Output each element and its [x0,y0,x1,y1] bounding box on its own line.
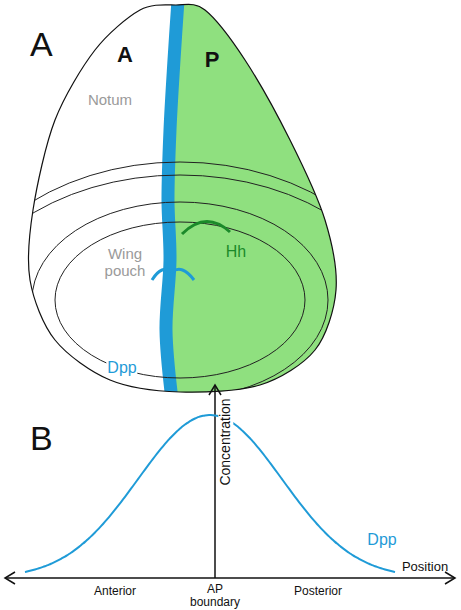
fold-line [0,162,415,518]
fold-line [55,222,305,378]
compartment-label: P [205,48,220,72]
concentration-axis [214,385,216,578]
axis-label: Concentration [218,397,233,486]
position-axis [5,577,455,579]
wing-disc-outline [28,4,336,392]
arrow-head [5,572,15,584]
hh-arc [182,221,230,234]
curve-label: Dpp [367,531,396,549]
axis-label: Position [402,560,448,574]
fold-line [0,175,410,505]
posterior-compartment [168,0,420,400]
wing-disc-fill [0,0,420,518]
gene-label: Hh [226,243,246,261]
dpp-gradient-curve [25,415,395,572]
dpp-stripe [166,0,178,400]
region-label: Notum [88,92,132,109]
axis-tick-label: Posterior [294,585,342,598]
panel-letter: B [30,420,53,457]
axis-tick-label: AP boundary [185,583,245,609]
region-label: Wing pouch [100,246,150,279]
gene-label: Dpp [106,359,137,377]
arrow-head [209,385,221,395]
fold-line [32,202,328,398]
compartment-label: A [117,43,133,67]
axes [5,385,455,584]
dpp-arc [152,269,194,280]
axis-tick-label: Anterior [94,585,136,598]
fold-lines [0,162,415,518]
panel-letter: A [30,26,53,63]
